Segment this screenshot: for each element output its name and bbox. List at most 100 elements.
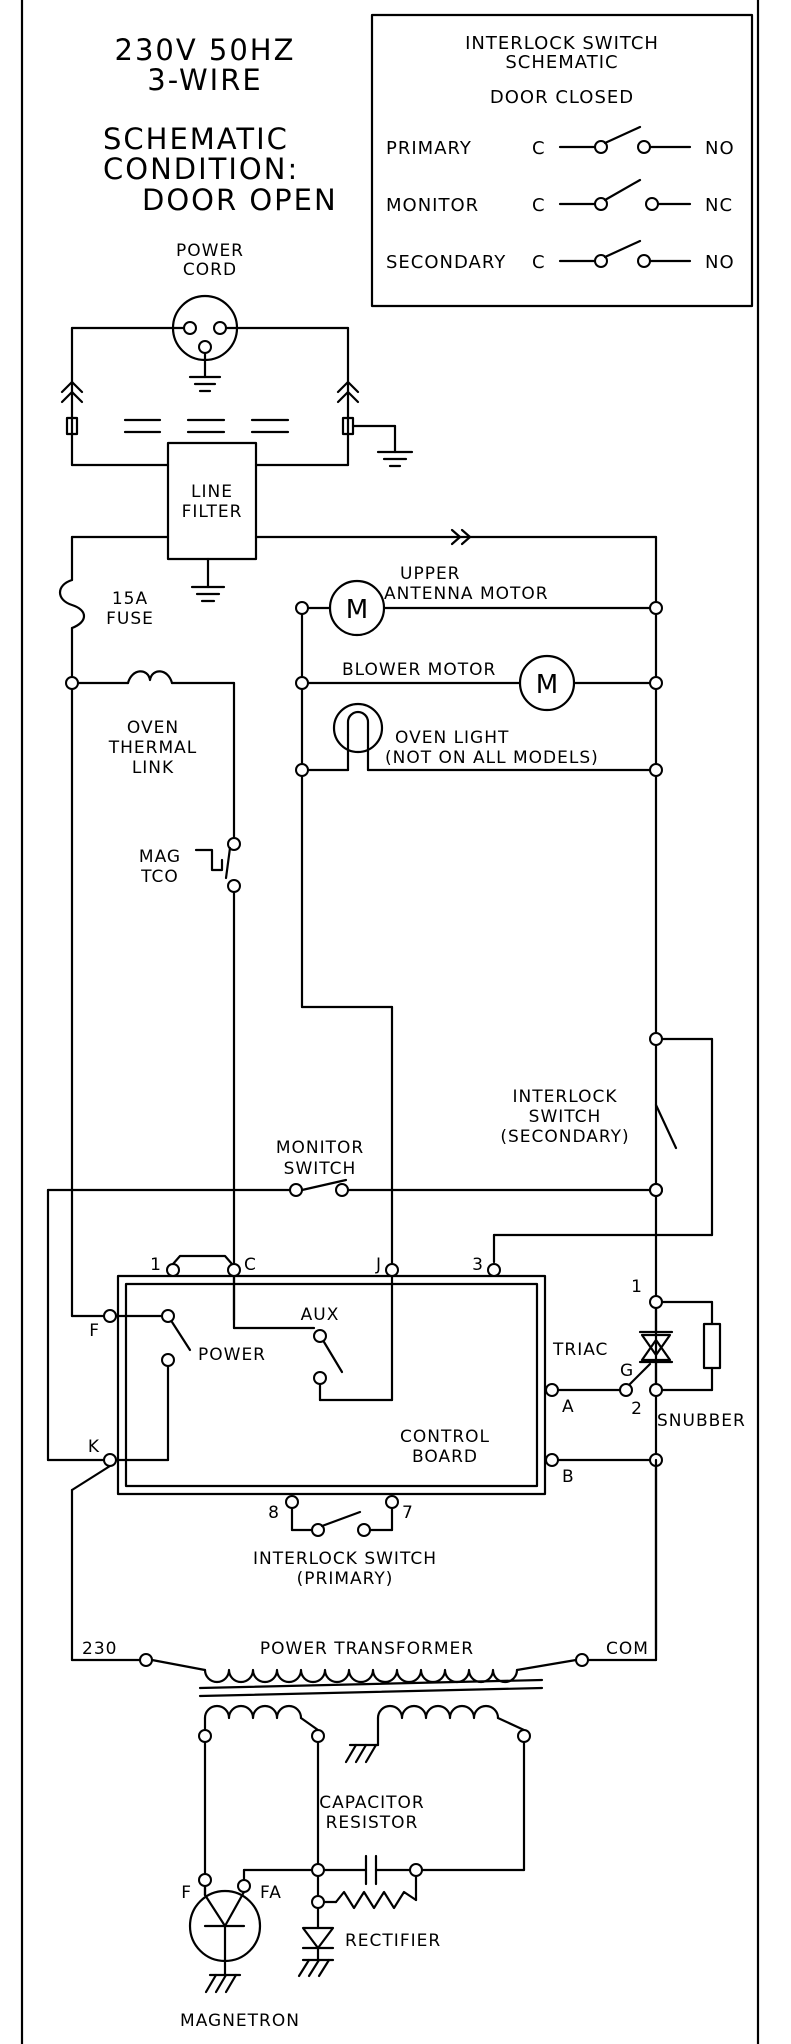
- pin-8: 8: [268, 1503, 280, 1523]
- secondary-label-1: INTERLOCK: [513, 1087, 618, 1107]
- blower-motor-label: BLOWER MOTOR: [342, 660, 496, 680]
- pin-F: F: [89, 1321, 100, 1341]
- mag-tco-label-2: TCO: [140, 867, 179, 887]
- filter-network: [60, 326, 414, 468]
- oven-light-label-2: (NOT ON ALL MODELS): [385, 748, 599, 768]
- legend-row-name: PRIMARY: [386, 138, 472, 159]
- power-cord-label-1: POWER: [176, 241, 244, 261]
- capacitor-label-1: CAPACITOR: [319, 1793, 424, 1813]
- rectifier-label: RECTIFIER: [345, 1931, 441, 1951]
- interlock-switch-primary: 8 7 INTERLOCK SWITCH (PRIMARY): [253, 1495, 437, 1589]
- oven-light-label-1: OVEN LIGHT: [395, 728, 509, 748]
- legend-row-name: SECONDARY: [386, 252, 506, 273]
- primary-label-2: (PRIMARY): [297, 1569, 394, 1589]
- monitor-switch-label-2: SWITCH: [284, 1159, 357, 1179]
- primary-label-1: INTERLOCK SWITCH: [253, 1549, 437, 1569]
- legend-subtitle: DOOR CLOSED: [490, 87, 634, 108]
- magnetron-label: MAGNETRON: [180, 2011, 300, 2031]
- triac-pin-2: 2: [631, 1399, 643, 1419]
- pin-J: J: [375, 1255, 382, 1275]
- motor-symbol: M: [536, 670, 558, 700]
- supply-spec: 230V 50HZ 3-WIRE: [115, 33, 296, 97]
- oven-light: OVEN LIGHT (NOT ON ALL MODELS): [295, 702, 663, 777]
- legend-row-state: NO: [705, 252, 735, 273]
- fuse-label-1: 15A: [112, 589, 148, 609]
- triac-label: TRIAC: [552, 1340, 608, 1360]
- power-cord: POWER CORD: [70, 241, 350, 393]
- pin-A: A: [562, 1397, 575, 1417]
- power-transformer: 230 COM POWER TRANSFORMER: [70, 1458, 658, 1897]
- supply-line-2: 3-WIRE: [147, 63, 262, 97]
- interlock-switch-secondary: INTERLOCK SWITCH (SECONDARY): [492, 1032, 714, 1264]
- magnetron-pin-FA: FA: [260, 1883, 282, 1903]
- blower-motor: M BLOWER MOTOR: [295, 654, 663, 712]
- monitor-switch-label-1: MONITOR: [276, 1138, 364, 1158]
- legend-row-secondary: SECONDARY C NO: [386, 239, 735, 273]
- supply-line-1: 230V 50HZ: [115, 33, 296, 67]
- fuse-label-2: FUSE: [106, 609, 154, 629]
- monitor-switch: MONITOR SWITCH: [46, 1138, 652, 1462]
- rectifier: RECTIFIER: [297, 1906, 441, 1978]
- line-filter: LINE FILTER: [166, 441, 258, 603]
- diode-icon: [301, 1926, 335, 1950]
- pin-C: C: [244, 1255, 257, 1275]
- condition-line-1: SCHEMATIC: [103, 122, 289, 156]
- oven-thermal-link: OVEN THERMAL LINK: [65, 670, 236, 840]
- thermal-link-label-2: THERMAL: [108, 738, 198, 758]
- pin-3: 3: [472, 1255, 484, 1275]
- winding-icon: [376, 1704, 500, 1720]
- capacitor-label-2: RESISTOR: [326, 1813, 419, 1833]
- control-board: CONTROL BOARD 1 C J 3 F K POWER AUX: [70, 1254, 575, 1496]
- mag-tco-label-1: MAG: [139, 847, 181, 867]
- thermal-link-label-3: LINK: [132, 758, 174, 778]
- line-filter-label-2: FILTER: [182, 502, 243, 522]
- secondary-label-2: SWITCH: [529, 1107, 602, 1127]
- tap-com: COM: [606, 1639, 649, 1659]
- thermal-link-label-1: OVEN: [127, 718, 179, 738]
- tap-230: 230: [82, 1639, 117, 1659]
- magnetron: F FA MAGNETRON: [180, 1868, 300, 2031]
- pin-B: B: [562, 1467, 575, 1487]
- condition-line-3: DOOR OPEN: [142, 183, 338, 217]
- legend-row-primary: PRIMARY C NO: [386, 125, 735, 159]
- legend-title-2: SCHEMATIC: [505, 52, 618, 73]
- triac-pin-1: 1: [631, 1277, 643, 1297]
- legend-row-common: C: [532, 138, 546, 159]
- power-relay-label: POWER: [198, 1345, 266, 1365]
- power-cord-label-2: CORD: [183, 260, 237, 280]
- pin-1: 1: [150, 1255, 162, 1275]
- legend-row-name: MONITOR: [386, 195, 479, 216]
- secondary-label-3: (SECONDARY): [500, 1127, 629, 1147]
- legend-row-state: NO: [705, 138, 735, 159]
- legend-row-common: C: [532, 252, 546, 273]
- triac: TRIAC 1 2 G: [552, 1277, 674, 1462]
- interlock-legend: INTERLOCK SWITCH SCHEMATIC DOOR CLOSED P…: [370, 13, 754, 308]
- triac-gate-label: G: [620, 1361, 634, 1381]
- snubber: SNUBBER: [657, 1300, 745, 1431]
- resistor-icon: [334, 1890, 418, 1910]
- legend-title-1: INTERLOCK SWITCH: [465, 33, 659, 54]
- fuse: 15A FUSE: [106, 589, 154, 629]
- legend-row-common: C: [532, 195, 546, 216]
- control-board-label-1: CONTROL: [400, 1427, 490, 1447]
- legend-row-monitor: MONITOR C NC: [386, 178, 732, 216]
- motor-symbol: M: [346, 595, 368, 625]
- antenna-motor-label-2: ANTENNA MOTOR: [384, 584, 549, 604]
- resistor-icon: [702, 1322, 722, 1370]
- control-board-label-2: BOARD: [412, 1447, 478, 1467]
- schematic-condition: SCHEMATIC CONDITION: DOOR OPEN: [103, 122, 338, 217]
- aux-relay-label: AUX: [301, 1305, 340, 1325]
- pin-7: 7: [402, 1503, 414, 1523]
- magnetron-pin-F: F: [181, 1883, 192, 1903]
- mag-tco: MAG TCO: [139, 837, 241, 1322]
- winding-icon: [203, 1668, 519, 1684]
- transformer-label: POWER TRANSFORMER: [260, 1639, 474, 1659]
- line-filter-label-1: LINE: [191, 482, 233, 502]
- pin-K: K: [88, 1437, 100, 1457]
- winding-icon: [203, 1704, 303, 1720]
- lamp-icon: [332, 702, 384, 754]
- upper-antenna-motor: M UPPER ANTENNA MOTOR: [295, 564, 663, 637]
- fuse-icon: [58, 578, 86, 630]
- antenna-motor-label-1: UPPER: [400, 564, 461, 584]
